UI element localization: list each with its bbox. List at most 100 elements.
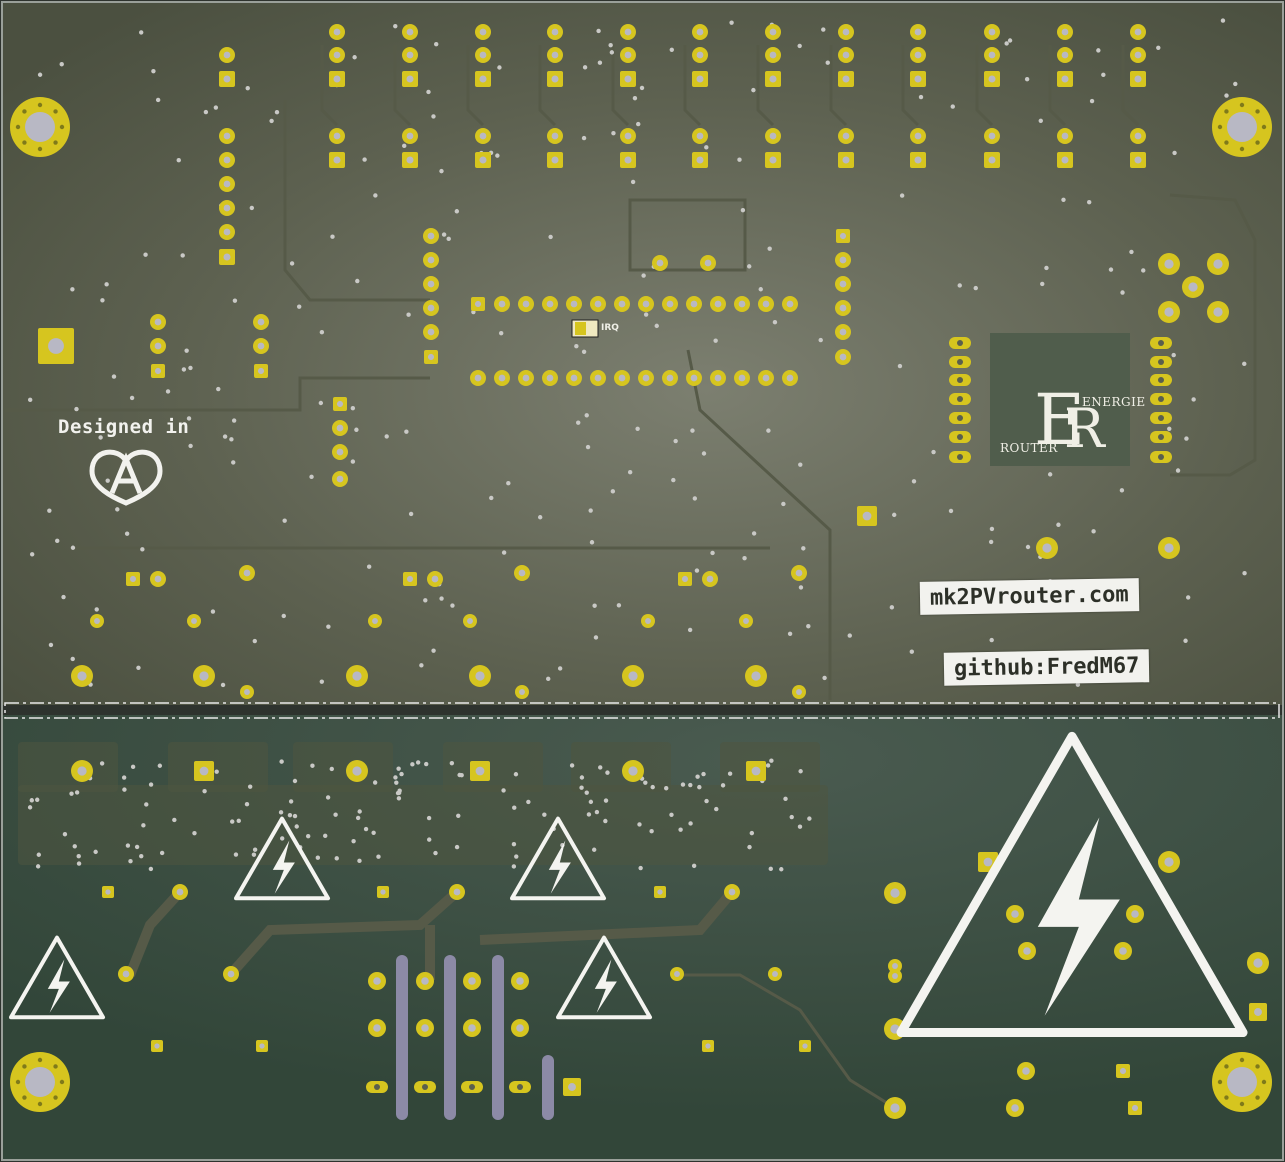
via [269,118,274,124]
pad-drill [427,232,435,240]
via [350,459,356,464]
pad-drill [772,971,778,977]
via [1233,81,1238,87]
via [581,135,587,141]
via [362,157,367,162]
via [495,153,500,158]
pad-drill [421,977,429,985]
trace [829,45,848,127]
via [203,109,209,115]
pad-drill [522,300,530,308]
pad-drill [696,28,704,36]
pad-drill [690,300,698,308]
via [231,460,236,465]
pad-drill [786,374,794,382]
via [769,758,774,763]
mounting-hole-via [1239,1057,1245,1063]
via [787,631,793,637]
mounting-hole-drill [1227,1067,1257,1097]
pad-drill [257,367,265,375]
via [636,121,641,127]
via [37,72,43,77]
via [749,830,755,836]
via [909,649,915,654]
website-label: mk2PVrouter.com [919,578,1139,615]
trace [628,198,747,272]
via [186,416,192,421]
via [798,769,803,774]
logo-letter-e: E [1034,379,1086,461]
pad-drill [839,328,847,336]
pad-drill [1158,415,1164,421]
pad-drill [743,618,749,624]
via [441,232,447,237]
via [526,799,531,805]
pad-drill [1158,434,1164,440]
pad-drill [176,888,184,896]
power-bar [492,955,504,1120]
high-voltage-warning-icon [9,731,1248,1038]
via [1191,397,1196,402]
pad-drill [1213,259,1223,269]
pad-drill [705,1043,711,1049]
via [1061,197,1066,202]
via [818,337,823,343]
via [366,564,372,569]
via [1024,76,1030,82]
via [157,763,163,768]
pad-drill [468,1024,476,1032]
via [372,780,378,785]
pad-drill [1011,1104,1019,1112]
mounting-hole-via [22,1064,27,1069]
via [585,444,591,450]
via [274,109,280,115]
pad-drill [957,377,963,383]
via [144,802,149,807]
pad-drill [475,766,485,776]
copper-pours [18,742,828,865]
mounting-hole-via [1255,1064,1260,1069]
via [806,624,811,629]
pad-drill [839,232,847,240]
via [309,474,314,480]
pad-drill [666,374,674,382]
trace [756,45,775,127]
lightning-bolt [47,959,70,1013]
mounting-hole-via [37,1057,43,1063]
pad-drill [914,75,922,83]
pad-drill [1164,307,1174,317]
pad-drill [914,132,922,140]
pad-drill [474,374,482,382]
pad-drill [795,569,803,577]
via [608,42,613,48]
pad-drill [406,132,414,140]
pad-drill [1061,156,1069,164]
via [330,234,335,239]
pad-drill [154,342,162,350]
trace [393,45,412,127]
via [630,179,636,185]
via [281,613,286,619]
pad-drill [257,318,265,326]
pad-drill [769,51,777,59]
via [694,568,700,573]
via [393,23,398,29]
via [434,41,439,47]
via [415,760,421,765]
via [751,87,756,93]
pad-drill [154,367,162,375]
pad-drill [373,1024,381,1032]
via [424,761,429,767]
via [213,105,219,110]
via [537,515,543,520]
via [449,760,455,766]
via [220,682,226,688]
via [410,762,415,767]
via [973,285,978,291]
via [637,822,642,827]
via [729,20,734,25]
pad-drill [453,888,461,896]
pad-drill [570,300,578,308]
via [548,234,553,240]
pad-drill [628,766,638,776]
